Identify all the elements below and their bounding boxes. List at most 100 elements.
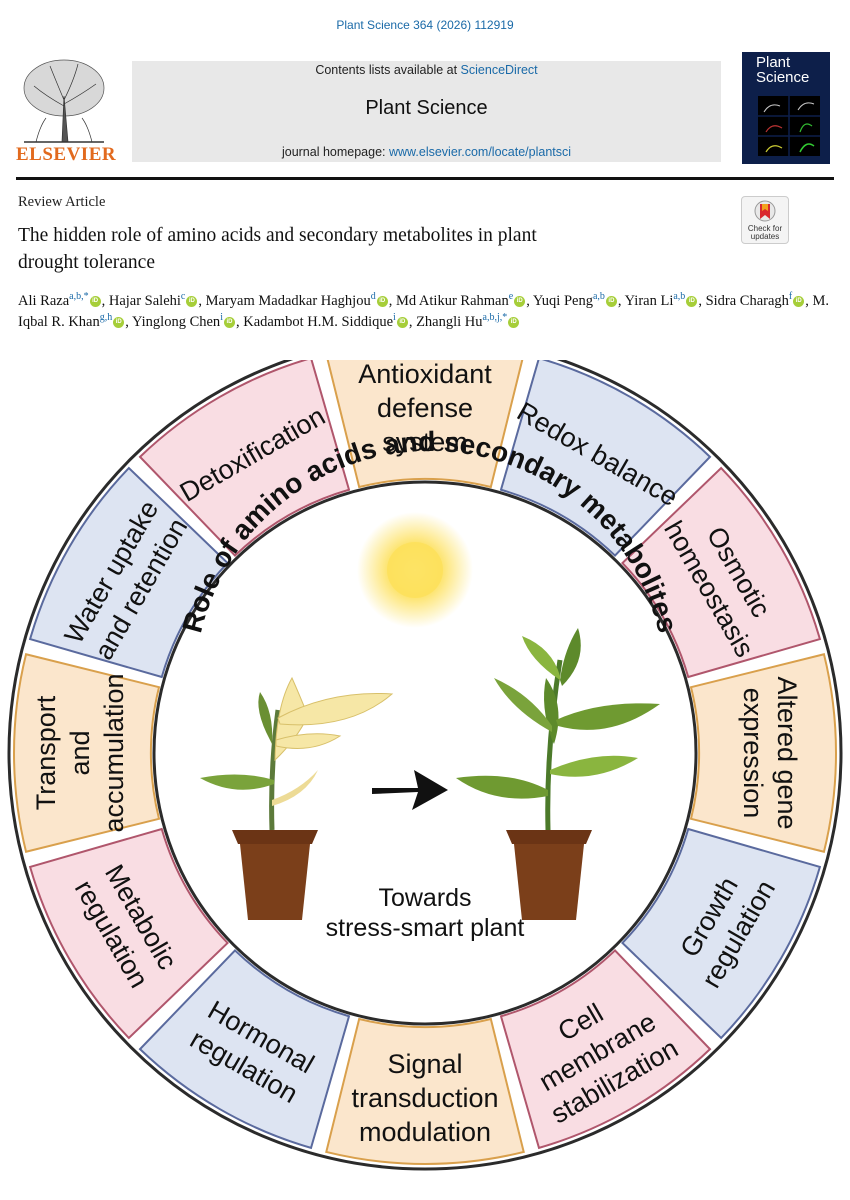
wheel-segment-label: Altered geneexpression [738, 676, 802, 829]
paper-title-line2: drought tolerance [18, 252, 155, 273]
orcid-icon[interactable]: iD [223, 316, 235, 328]
wheel-segment [325, 1017, 525, 1165]
homepage-line: journal homepage: www.elsevier.com/locat… [132, 145, 721, 159]
author-affiliation[interactable]: a,b,* [69, 291, 89, 303]
wheel-segment [621, 466, 822, 679]
wheel-segment-label-line: transduction [351, 1083, 498, 1113]
author-name: Sidra Charagh [705, 293, 789, 309]
orcid-icon[interactable]: iD [508, 316, 520, 328]
bookmark-icon [754, 200, 776, 222]
author[interactable]: Ali Razaa,b,*iD [18, 291, 102, 309]
wheel-segment [499, 949, 712, 1150]
author-affiliation[interactable]: a,b [592, 291, 605, 303]
sun-icon [357, 512, 473, 628]
header-rule [16, 177, 834, 180]
author-affiliation[interactable]: e [508, 291, 514, 303]
orcid-icon[interactable]: iD [514, 296, 526, 308]
wheel-segment [13, 653, 161, 853]
author-name: M. Iqbal R. Khan [18, 293, 830, 330]
publisher-name[interactable]: ELSEVIER [16, 144, 117, 165]
wheel-segment-label-line: expression [738, 688, 768, 819]
wheel-segment [326, 360, 524, 489]
center-caption-line2: stress-smart plant [326, 914, 525, 942]
wheel-segment-label-line: system [382, 427, 468, 457]
paper-title: The hidden role of amino acids and secon… [18, 222, 718, 276]
wheel-segment-label-line: accumulation [99, 673, 129, 832]
wheel-segment [28, 466, 229, 679]
wheel-segment-label-line: Signal [387, 1049, 462, 1079]
article-type: Review Article [18, 194, 106, 210]
wheel-segment-label-line: Altered gene [772, 676, 802, 829]
author-name: Yuqi Peng [532, 293, 593, 309]
orcid-icon[interactable]: iD [396, 316, 408, 328]
journal-title: Plant Science [365, 97, 488, 119]
author-affiliation[interactable]: f [788, 291, 793, 303]
wheel-segment [499, 360, 712, 557]
orcid-icon[interactable]: iD [686, 296, 698, 308]
orcid-icon[interactable]: iD [793, 296, 805, 308]
check-updates-line2: updates [750, 232, 780, 241]
elsevier-tree-logo [16, 56, 112, 164]
check-updates-line1: Check for [747, 224, 783, 233]
orcid-icon[interactable]: iD [89, 296, 101, 308]
author-name: Yiran Li [624, 293, 674, 309]
wheel-segment [138, 949, 351, 1150]
author-name: Md Atikur Rahman [395, 293, 509, 309]
wheel-segment-label-line: modulation [359, 1117, 491, 1147]
author-affiliation[interactable]: c [180, 291, 186, 303]
wheel-segment-label-line: defense [377, 393, 473, 423]
wheel-segment-label-line: and [65, 730, 95, 775]
journal-citation[interactable]: Plant Science 364 (2026) 112919 [336, 18, 514, 32]
cover-title-line1: Plant [756, 54, 791, 71]
homepage-prefix: journal homepage: [281, 145, 389, 159]
center-caption-line1: Towards [378, 884, 471, 912]
author-affiliation[interactable]: i [393, 311, 396, 323]
author[interactable]: Zhangli Hua,b,j,*iD [416, 311, 520, 330]
wheel-segment [689, 653, 837, 853]
arrow-right-icon [372, 770, 448, 810]
drought-stressed-plant [200, 676, 394, 920]
author-name: Ali Raza [18, 293, 70, 309]
contents-prefix: Contents lists available at [315, 63, 461, 77]
author-affiliation[interactable]: a,b,j,* [482, 311, 508, 323]
journal-header-box: Contents lists available at ScienceDirec… [132, 61, 721, 162]
sciencedirect-link[interactable]: ScienceDirect [460, 63, 538, 77]
wheel-segment-label-line: Transport [31, 695, 61, 810]
contents-line: Contents lists available at ScienceDirec… [132, 63, 721, 77]
journal-homepage-link[interactable]: www.elsevier.com/locate/plantsci [389, 145, 572, 159]
wheel-segment [621, 827, 822, 1040]
author-name: Hajar Salehi [108, 293, 181, 309]
wheel-segment [138, 360, 351, 557]
orcid-icon[interactable]: iD [376, 296, 388, 308]
orcid-icon[interactable]: iD [113, 316, 125, 328]
author-affiliation[interactable]: d [370, 291, 376, 303]
orcid-icon[interactable]: iD [605, 296, 617, 308]
author-affiliation[interactable]: i [220, 311, 223, 323]
wheel-segment-label: Signal transduction modulation [351, 1049, 498, 1147]
author-name: Kadambot H.M. Siddique [243, 313, 394, 330]
author-name: Maryam Madadkar Haghjou [205, 293, 371, 309]
orcid-icon[interactable]: iD [186, 296, 198, 308]
author-affiliation[interactable]: g,h [99, 311, 113, 323]
wheel-segment [28, 827, 229, 1040]
paper-title-line1: The hidden role of amino acids and secon… [18, 225, 537, 246]
author-affiliation[interactable]: a,b [673, 291, 686, 303]
healthy-plant [456, 628, 660, 920]
